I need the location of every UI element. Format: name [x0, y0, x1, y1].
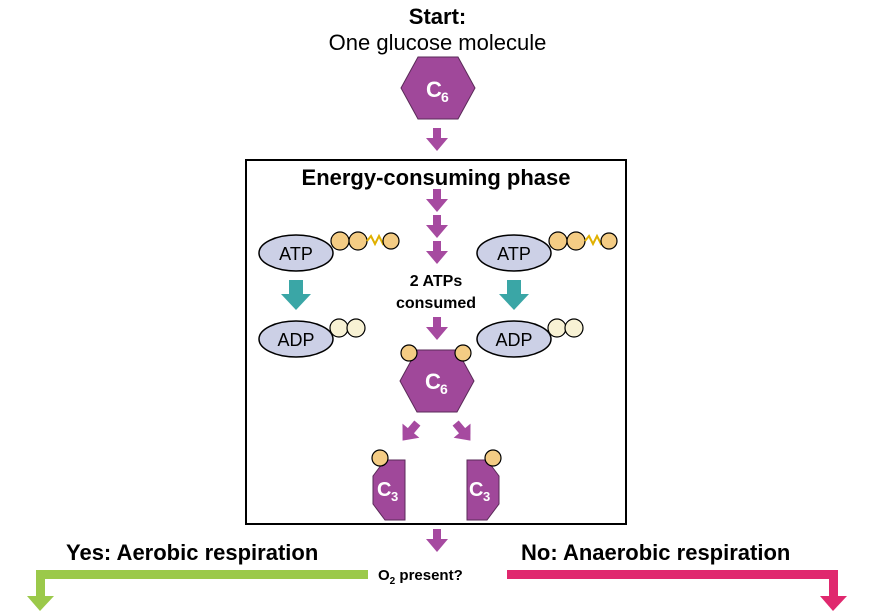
glucose-top-letter: C — [426, 77, 442, 102]
atp-molecule-right — [476, 231, 618, 272]
arrow-split-left — [394, 415, 426, 448]
oxygen-question-suffix: present? — [395, 567, 463, 584]
aerobic-branch-arrow — [27, 570, 368, 611]
oxygen-question: O2 present? — [378, 567, 463, 587]
adp-molecule-right — [476, 318, 584, 358]
atp-label-right: ATP — [497, 244, 531, 264]
arrow-split-right — [447, 415, 479, 448]
arrow-to-phase — [426, 128, 448, 151]
arrow-phase-4 — [426, 317, 448, 340]
start-subtitle: One glucose molecule — [328, 30, 547, 55]
anaerobic-label: No: Anaerobic respiration — [521, 540, 791, 565]
aerobic-label: Yes: Aerobic respiration — [66, 540, 319, 565]
atp-label-left: ATP — [279, 244, 313, 264]
triose-right — [466, 449, 502, 521]
phase-title: Energy-consuming phase — [301, 165, 571, 190]
triose-right-letter: C — [469, 479, 483, 501]
glucose-mid-subscript: 6 — [440, 381, 448, 397]
glucose-mid-letter: C — [425, 369, 441, 394]
triose-left-subscript: 3 — [391, 489, 398, 504]
oxygen-question-prefix: O — [378, 567, 390, 584]
triose-left-letter: C — [377, 479, 391, 501]
glucose-top-subscript: 6 — [441, 89, 449, 105]
oxygen-question-subscript: 2 — [389, 576, 396, 587]
atps-consumed-line2: consumed — [395, 295, 476, 312]
atps-consumed-line1: 2 ATPs — [409, 273, 463, 290]
teal-arrow-right — [499, 280, 529, 310]
arrow-phase-2 — [426, 215, 448, 238]
adp-molecule-left — [258, 318, 366, 358]
start-title: Start: — [408, 4, 467, 29]
arrow-phase-1 — [426, 189, 448, 212]
arrow-to-decision — [426, 529, 448, 552]
triose-right-subscript: 3 — [483, 489, 490, 504]
triose-left — [371, 449, 406, 521]
adp-label-left: ADP — [277, 330, 314, 350]
glucose-hexagon-phosphorylated — [399, 344, 475, 413]
anaerobic-branch-arrow — [507, 570, 847, 611]
phase-box — [245, 159, 627, 525]
adp-label-right: ADP — [495, 330, 532, 350]
arrow-phase-3 — [426, 241, 448, 264]
atp-molecule-left — [258, 231, 400, 272]
atps-consumed-label: 2 ATPs consumed — [386, 271, 486, 315]
glucose-hexagon-top — [400, 56, 476, 120]
teal-arrow-left — [281, 280, 311, 310]
